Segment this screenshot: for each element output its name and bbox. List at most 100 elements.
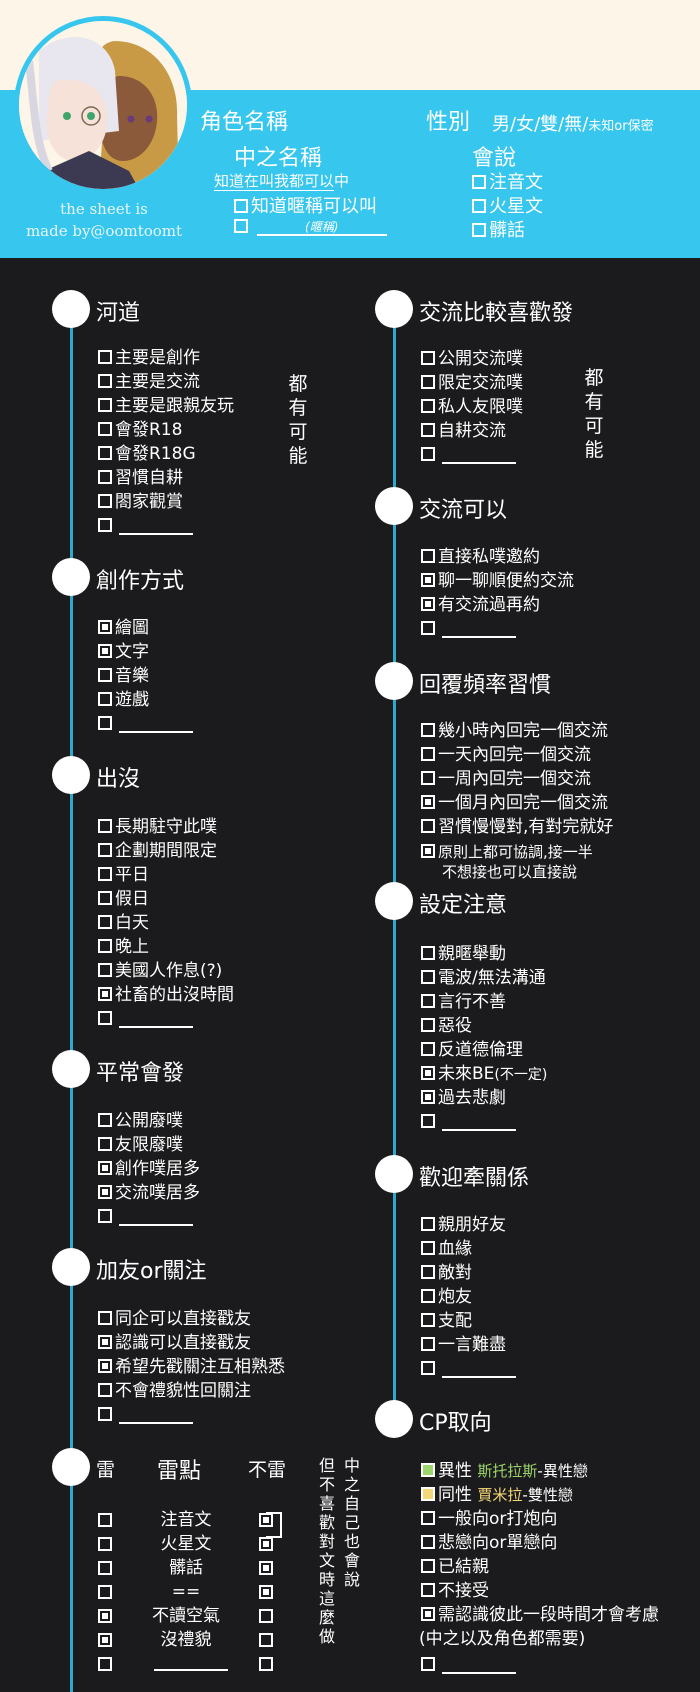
dislike-checkbox[interactable]: [98, 1657, 112, 1671]
blank-line[interactable]: [442, 448, 516, 464]
dislike-checkbox[interactable]: [98, 1537, 112, 1551]
checkbox[interactable]: [421, 447, 435, 461]
ok-checkbox[interactable]: [259, 1609, 273, 1623]
cp-option[interactable]: 需認識彼此一段時間才會考慮: [421, 1604, 659, 1626]
checkbox[interactable]: [421, 1607, 435, 1621]
reply-option[interactable]: 一天內回完一個交流: [421, 744, 591, 766]
checkbox[interactable]: [98, 867, 112, 881]
posting-option[interactable]: 公開廢噗: [98, 1110, 183, 1132]
nickname-blank-line[interactable]: (暱稱): [256, 218, 387, 236]
checkbox[interactable]: [421, 1535, 435, 1549]
exchange-pref-option[interactable]: 限定交流噗: [421, 372, 523, 394]
exchange-pref-option[interactable]: 公開交流噗: [421, 348, 523, 370]
checkbox[interactable]: [421, 1289, 435, 1303]
checkbox[interactable]: [98, 644, 112, 658]
blank-line[interactable]: [119, 1210, 193, 1226]
setting-option[interactable]: 反道德倫理: [421, 1039, 523, 1061]
reply-option[interactable]: 一個月內回完一個交流: [421, 792, 608, 814]
relation-blank-option[interactable]: [421, 1358, 516, 1380]
setting-blank-option[interactable]: [421, 1111, 516, 1133]
checkbox[interactable]: [98, 1335, 112, 1349]
relation-option[interactable]: 支配: [421, 1310, 472, 1332]
checkbox[interactable]: [98, 1383, 112, 1397]
checkbox[interactable]: [421, 771, 435, 785]
cp-hetero-option[interactable]: 異性 斯托拉斯-異性戀: [421, 1460, 588, 1482]
blank-line[interactable]: [442, 622, 516, 638]
creation-option[interactable]: 繪圖: [98, 617, 149, 639]
dislike-checkbox[interactable]: [98, 1513, 112, 1527]
checkbox[interactable]: [98, 620, 112, 634]
checkbox[interactable]: [421, 621, 435, 635]
setting-option[interactable]: 未來BE(不一定): [421, 1063, 547, 1086]
checkbox[interactable]: [98, 446, 112, 460]
reply-option[interactable]: 幾小時內回完一個交流: [421, 720, 608, 742]
checkbox[interactable]: [98, 1113, 112, 1127]
speak-option-1[interactable]: 注音文: [472, 168, 543, 194]
blank-line[interactable]: [442, 1658, 516, 1674]
posting-option[interactable]: 友限廢噗: [98, 1134, 183, 1156]
checkbox[interactable]: [421, 1018, 435, 1032]
checkbox[interactable]: [421, 795, 435, 809]
friend-option[interactable]: 同企可以直接戳友: [98, 1308, 251, 1330]
checkbox[interactable]: [421, 1090, 435, 1104]
checkbox[interactable]: [421, 1559, 435, 1573]
friend-blank-option[interactable]: [98, 1404, 193, 1426]
checkbox[interactable]: [98, 915, 112, 929]
checkbox[interactable]: [98, 1209, 112, 1223]
reply-option[interactable]: 習慣慢慢對,有對完就好: [421, 816, 613, 838]
checkbox[interactable]: [421, 399, 435, 413]
hedao-option[interactable]: 主要是交流: [98, 371, 200, 393]
checkbox[interactable]: [472, 223, 486, 237]
friend-option[interactable]: 不會禮貌性回關注: [98, 1380, 251, 1402]
checkbox[interactable]: [98, 1407, 112, 1421]
exchange-ok-option[interactable]: 有交流過再約: [421, 594, 540, 616]
checkbox[interactable]: [98, 939, 112, 953]
checkbox[interactable]: [98, 716, 112, 730]
cp-blank-option[interactable]: [421, 1654, 516, 1676]
relation-option[interactable]: 敵對: [421, 1262, 472, 1284]
checkbox[interactable]: [98, 518, 112, 532]
setting-option[interactable]: 親暱舉動: [421, 943, 506, 965]
checkbox[interactable]: [234, 219, 248, 233]
presence-blank-option[interactable]: [98, 1008, 193, 1030]
dislike-checkbox[interactable]: [98, 1609, 112, 1623]
presence-option[interactable]: 美國人作息(?): [98, 960, 222, 982]
blank-line[interactable]: [119, 717, 193, 733]
friend-option[interactable]: 認識可以直接戳友: [98, 1332, 251, 1354]
checkbox[interactable]: [421, 723, 435, 737]
relation-option[interactable]: 一言難盡: [421, 1334, 506, 1356]
creation-option[interactable]: 遊戲: [98, 689, 149, 711]
dislike-checkbox[interactable]: [98, 1561, 112, 1575]
checkbox[interactable]: [98, 422, 112, 436]
checkbox[interactable]: [98, 350, 112, 364]
checkbox[interactable]: [421, 1241, 435, 1255]
blank-line[interactable]: [119, 519, 193, 535]
checkbox[interactable]: [421, 423, 435, 437]
checkbox[interactable]: [421, 351, 435, 365]
checkbox[interactable]: [421, 1265, 435, 1279]
checkbox[interactable]: [98, 891, 112, 905]
hedao-option[interactable]: 主要是跟親友玩: [98, 395, 234, 417]
reply-extra-option[interactable]: 原則上都可協調,接一半 不想接也可以直接說: [421, 842, 593, 882]
setting-option[interactable]: 過去悲劇: [421, 1087, 506, 1109]
checkbox[interactable]: [421, 994, 435, 1008]
blank-line[interactable]: [119, 1012, 193, 1028]
nickname-option-blank[interactable]: (暱稱): [234, 216, 387, 237]
relation-option[interactable]: 親朋好友: [421, 1214, 506, 1236]
blank-line[interactable]: [119, 1408, 193, 1424]
checkbox[interactable]: [98, 1137, 112, 1151]
checkbox[interactable]: [421, 1313, 435, 1327]
dislike-checkbox[interactable]: [98, 1633, 112, 1647]
checkbox[interactable]: [98, 374, 112, 388]
hedao-option[interactable]: 習慣自耕: [98, 467, 183, 489]
checkbox[interactable]: [472, 175, 486, 189]
checkbox[interactable]: [421, 1583, 435, 1597]
checkbox[interactable]: [421, 549, 435, 563]
exchange-ok-blank-option[interactable]: [421, 618, 516, 640]
checkbox[interactable]: [421, 1657, 435, 1671]
presence-option[interactable]: 假日: [98, 888, 149, 910]
hedao-option[interactable]: 會發R18G: [98, 443, 196, 465]
checkbox[interactable]: [98, 494, 112, 508]
posting-blank-option[interactable]: [98, 1206, 193, 1228]
hedao-option[interactable]: 閤家觀賞: [98, 491, 183, 513]
